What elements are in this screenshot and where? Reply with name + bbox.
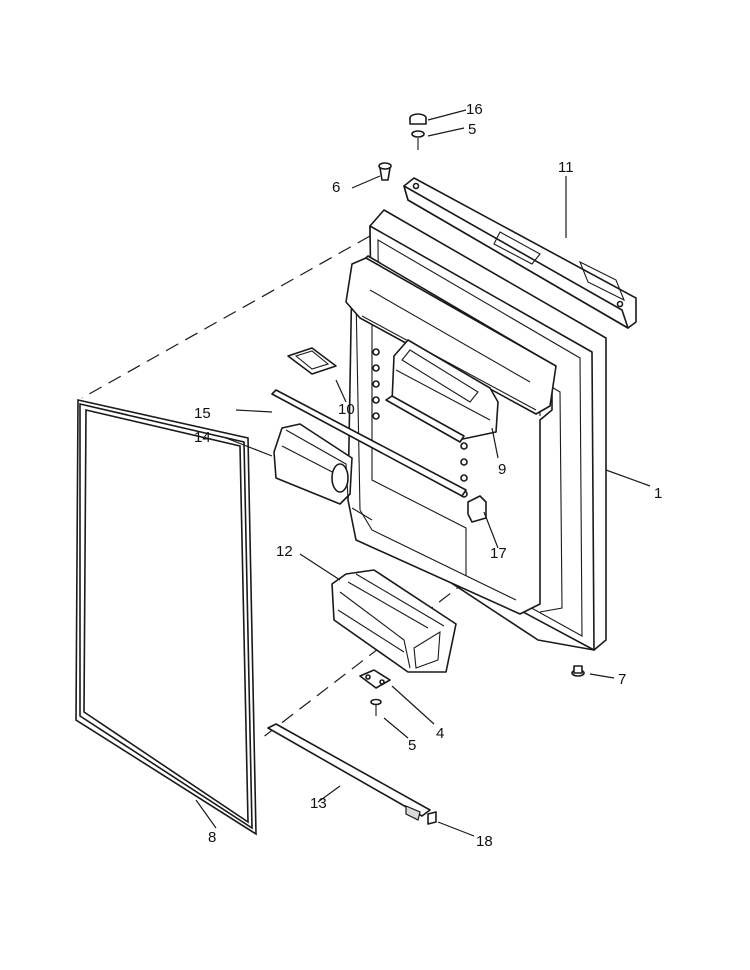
callout-10: 10 (338, 401, 355, 418)
dairy-pad (287, 347, 337, 375)
callout-8: 8 (208, 829, 216, 846)
hinge-pin-top (378, 162, 392, 181)
callout-16: 16 (466, 101, 483, 118)
screw-bottom (370, 698, 382, 716)
callout-15: 15 (194, 405, 211, 422)
callout-12: 12 (276, 543, 293, 560)
callout-17: 17 (490, 545, 507, 562)
hinge-bottom (359, 669, 391, 689)
callout-13: 13 (310, 795, 327, 812)
callout-labels: 16 5 6 11 1 10 15 14 9 17 12 7 4 5 13 18… (194, 101, 662, 850)
shelf-rail (271, 389, 467, 497)
hinge-pin-bottom (571, 665, 585, 677)
callout-6: 6 (332, 179, 340, 196)
callout-7: 7 (618, 671, 626, 688)
callout-9: 9 (498, 461, 506, 478)
callout-1: 1 (654, 485, 662, 502)
door-trim-strip (267, 723, 431, 821)
callout-5-bottom: 5 (408, 737, 416, 754)
callout-4: 4 (436, 725, 444, 742)
shelf-bracket (467, 495, 487, 523)
door-gasket (75, 399, 257, 836)
callout-14: 14 (194, 429, 211, 446)
door-bin-lower (331, 569, 457, 673)
hinge-cap (409, 113, 427, 125)
hinge-cover (403, 177, 637, 329)
door-bin-upper (385, 339, 499, 443)
dairy-bin (273, 423, 353, 505)
callout-5-top: 5 (468, 121, 476, 138)
callout-11: 11 (558, 159, 574, 176)
callout-18: 18 (476, 833, 493, 850)
trim-end-cap (427, 811, 437, 825)
screw-top (411, 130, 425, 150)
callout-leaders (195, 109, 651, 837)
liner-top-shelf (345, 257, 557, 415)
